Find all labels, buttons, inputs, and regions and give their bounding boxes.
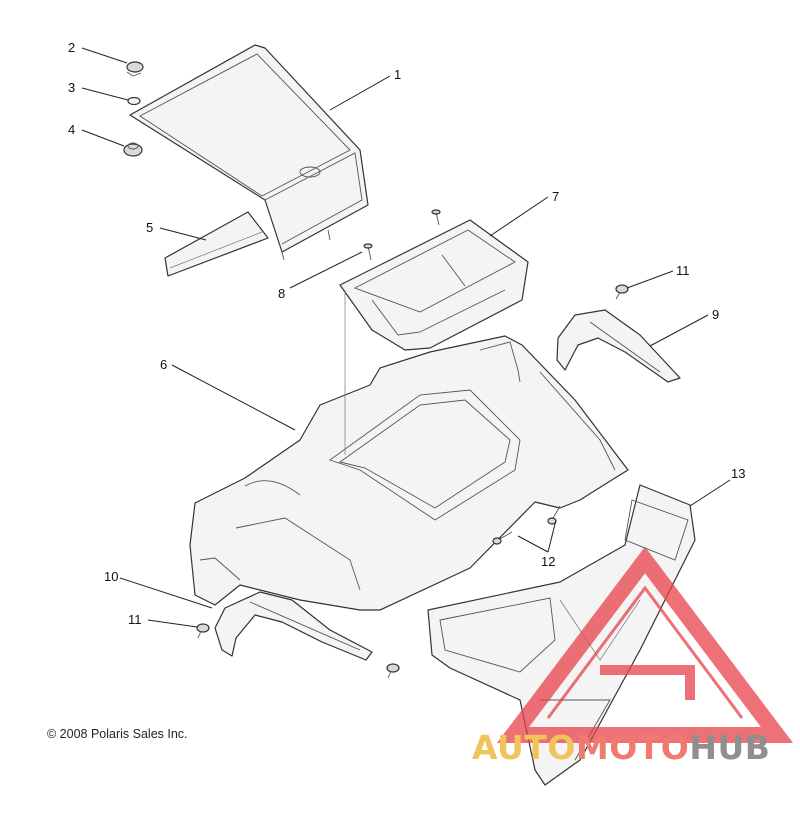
leader-11-top (626, 270, 674, 289)
callout-1: 1 (394, 67, 401, 82)
watermark-triangle-logo (496, 546, 794, 743)
part-5-decal (164, 211, 269, 277)
part-2-knob (126, 61, 144, 77)
leader-3 (81, 87, 129, 101)
callout-6: 6 (160, 357, 167, 372)
watermark-hub: HUB (689, 728, 771, 767)
callout-labels: 1 2 3 4 5 6 7 8 9 10 11 11 12 13 (68, 40, 745, 627)
callout-13: 13 (731, 466, 745, 481)
callout-10: 10 (104, 569, 118, 584)
leader-lines (81, 47, 731, 628)
leader-1 (329, 75, 391, 111)
callout-2: 2 (68, 40, 75, 55)
leader-6 (171, 364, 296, 431)
callout-12: 12 (541, 554, 555, 569)
leader-4 (81, 129, 125, 147)
part-1-storage-lid (129, 44, 369, 261)
part-7-storage-box (339, 219, 529, 351)
leader-5 (159, 227, 207, 241)
leader-13 (689, 479, 731, 507)
callout-11-left: 11 (128, 612, 142, 627)
watermark-moto: MOTO (575, 728, 690, 767)
part-12-screw (492, 505, 561, 545)
callout-3: 3 (68, 80, 75, 95)
leader-12 (517, 519, 557, 553)
leader-7 (489, 196, 549, 237)
callout-11-top: 11 (676, 263, 690, 278)
callout-8: 8 (278, 286, 285, 301)
part-11-rivet (196, 284, 629, 679)
watermark-auto: AUTO (472, 728, 576, 767)
part-9-right-flare (556, 309, 681, 383)
part-8-screw (363, 209, 441, 261)
leader-2 (81, 47, 128, 64)
watermark-brand: AUTOMOTOHUB (472, 728, 770, 767)
leader-9 (649, 314, 709, 347)
callout-7: 7 (552, 189, 559, 204)
part-13-front-fascia (427, 484, 696, 786)
part-4-grommet (123, 142, 143, 157)
leader-11-left (147, 619, 198, 628)
callout-4: 4 (68, 122, 75, 137)
part-6-front-cab (189, 290, 629, 611)
leader-8 (289, 251, 363, 289)
part-3-washer (127, 96, 141, 106)
leader-10 (119, 577, 213, 609)
callout-5: 5 (146, 220, 153, 235)
part-10-left-flare (214, 591, 373, 661)
copyright-notice: © 2008 Polaris Sales Inc. (47, 727, 188, 741)
callout-9: 9 (712, 307, 719, 322)
